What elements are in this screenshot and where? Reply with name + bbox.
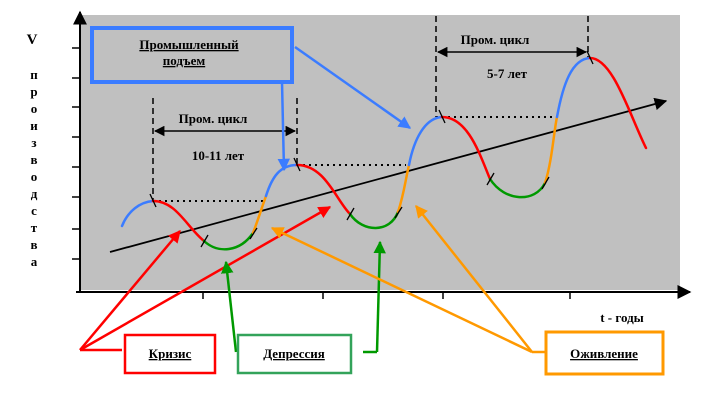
y-axis-letter: т [31, 220, 38, 235]
wave-revival-1 [251, 194, 268, 235]
y-axis-letter: в [30, 152, 37, 167]
y-axis-letter: в [30, 237, 37, 252]
y-axis-letter: р [30, 84, 37, 99]
cycle2-years: 5-7 лет [487, 66, 528, 81]
crisis-arrows [79, 205, 332, 352]
y-axis-letter: о [31, 169, 38, 184]
y-axis-title: V [27, 32, 38, 48]
revival-label: Оживление [570, 346, 638, 361]
depression-box [236, 333, 353, 375]
wave-revival-2 [396, 163, 411, 214]
y-axis-ticks [72, 47, 80, 260]
x-axis-label: t - годы [600, 310, 644, 325]
cycle2-label: Пром. цикл [461, 32, 530, 47]
industrial-rise-label-line2: подъем [163, 53, 206, 68]
industrial-rise-box [90, 26, 294, 84]
wave-crisis-3 [440, 115, 492, 181]
wave-rise-1 [264, 163, 299, 198]
industrial-rise-label-line1: Промышленный [139, 37, 239, 52]
y-axis-letter: а [31, 254, 38, 269]
wave-rise-2 [407, 115, 444, 167]
wave-depression-1 [202, 231, 255, 251]
y-axis-letter: п [30, 67, 38, 82]
y-axis-letter: с [31, 203, 37, 218]
wave-rise-3 [555, 56, 592, 119]
y-axis-letter: з [31, 135, 36, 150]
revival-box [544, 330, 665, 376]
cycle1-years: 10-11 лет [192, 148, 245, 163]
cycle-markers [152, 16, 589, 200]
crisis-box [123, 333, 217, 375]
revival-arrows [270, 205, 545, 354]
cycle1-label: Пром. цикл [179, 111, 248, 126]
wave-rise-start [120, 199, 155, 228]
wave-revival-3 [543, 115, 559, 185]
trend-line [109, 97, 668, 253]
wave-crisis-4 [588, 56, 648, 150]
wave-crisis-1 [151, 199, 206, 243]
y-axis-letter: и [30, 118, 38, 133]
economic-wave [120, 56, 648, 251]
wave-depression-3 [488, 177, 547, 199]
crisis-label: Кризис [149, 346, 192, 361]
y-axis-letter: д [31, 186, 38, 201]
rise-arrows [277, 45, 412, 172]
depression-label: Депрессия [263, 346, 325, 361]
wave-crisis-2 [295, 163, 352, 216]
depression-arrows [221, 240, 386, 354]
phase-ticks [149, 50, 594, 248]
peak-levels [153, 116, 557, 202]
x-axis-ticks [202, 292, 571, 299]
y-axis-vertical-label: п р о и з в о д с т в а [30, 67, 38, 269]
y-axis-letter: о [31, 101, 38, 116]
